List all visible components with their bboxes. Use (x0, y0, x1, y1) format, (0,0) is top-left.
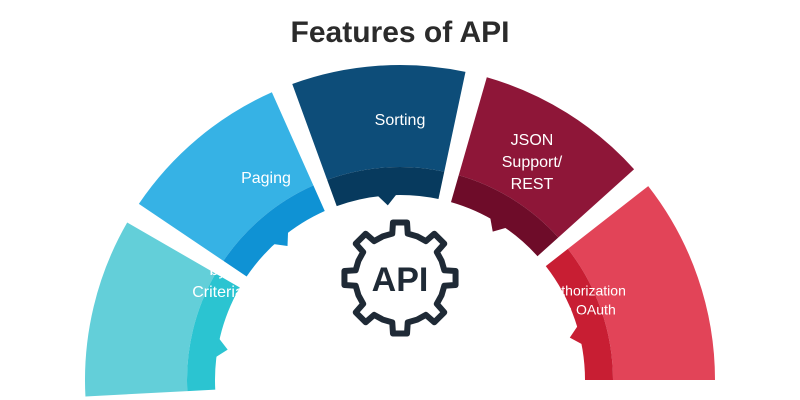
segment-paging-label: Paging (241, 170, 291, 187)
segment-paging-inner-band (223, 185, 325, 277)
feature-segments: SearchbyCriteriaPagingSortingJSONSupport… (85, 64, 715, 397)
segment-sorting-band (292, 64, 466, 180)
segment-sorting-pointer (377, 194, 397, 206)
segment-oauth: Authorization via OAuth (544, 186, 715, 380)
segment-oauth-label: via OAuth (554, 302, 615, 318)
segment-oauth-pointer (569, 325, 583, 345)
segment-json-band (458, 77, 635, 238)
segment-search-label: Criteria (192, 284, 244, 301)
segment-sorting: Sorting (292, 64, 466, 207)
segment-paging-pointer (273, 231, 289, 246)
segment-json-label: Support/ (502, 154, 563, 171)
diagram-title: Features of API (290, 16, 510, 49)
segment-search-inner-band (187, 273, 240, 392)
segment-json-label: REST (511, 176, 554, 193)
api-label: API (372, 261, 429, 299)
segment-oauth-label: Authorization (544, 283, 626, 299)
api-center: API (341, 219, 459, 337)
segment-oauth-band (567, 186, 715, 380)
segment-search-band (85, 222, 216, 397)
segment-search: SearchbyCriteria (85, 222, 244, 397)
segment-json: JSON Support/REST (450, 77, 635, 257)
segment-json-inner-band (450, 175, 559, 257)
segment-sorting-label: Sorting (375, 112, 426, 129)
segment-search-label: by (210, 262, 227, 279)
segment-search-pointer (215, 338, 228, 358)
segment-oauth-inner-band (545, 248, 613, 380)
gear-icon (341, 219, 459, 337)
segment-json-label: JSON (511, 132, 554, 149)
segment-paging: Paging (138, 92, 325, 277)
segment-paging-band (138, 92, 314, 261)
segment-json-pointer (490, 217, 507, 232)
segment-sorting-inner-band (327, 167, 445, 207)
